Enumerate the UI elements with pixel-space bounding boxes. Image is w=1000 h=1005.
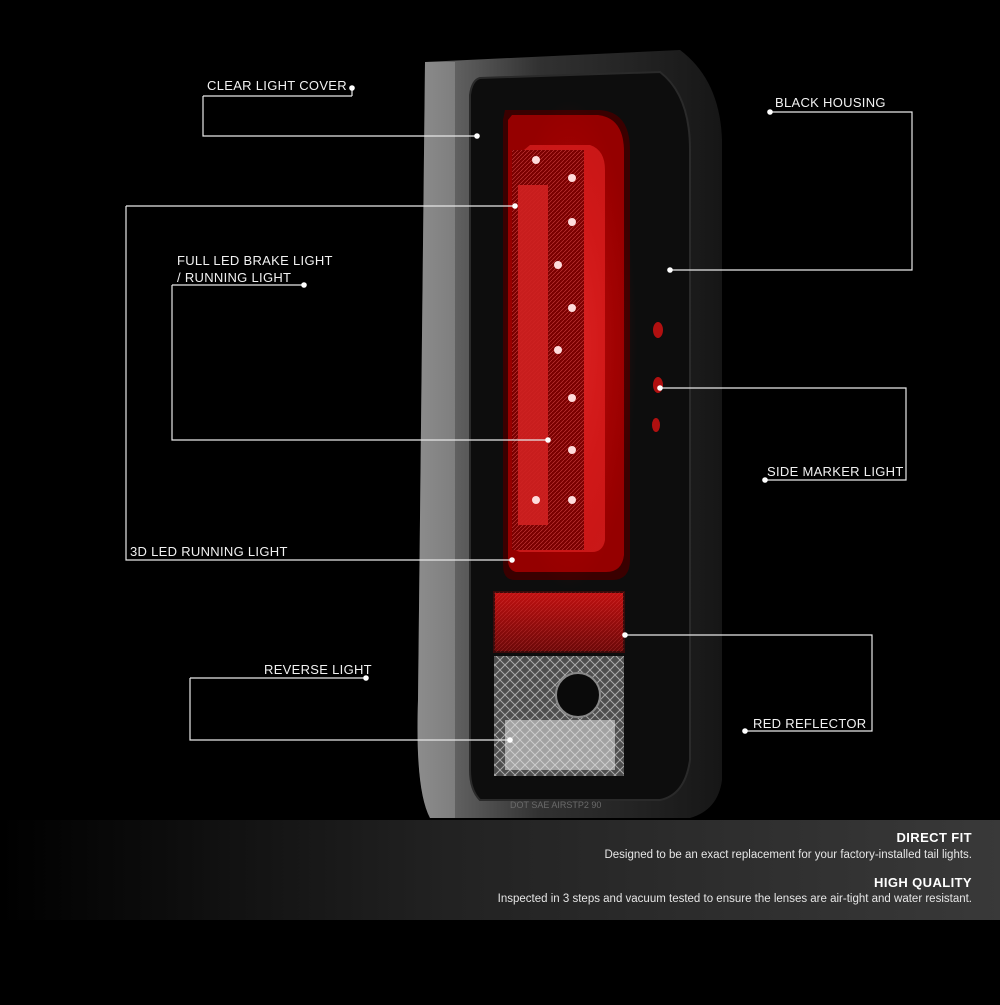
label-red-reflector: RED REFLECTOR [753,716,867,731]
high-quality-title: HIGH QUALITY [874,875,972,890]
label-brake-light-2: / RUNNING LIGHT [177,270,292,285]
label-reverse-light: REVERSE LIGHT [264,662,372,677]
callout-lines [125,88,913,741]
brake-led-array [512,150,584,550]
label-3d-led: 3D LED RUNNING LIGHT [130,544,288,559]
label-brake-light-1: FULL LED BRAKE LIGHT [177,253,333,268]
direct-fit-title: DIRECT FIT [896,830,972,845]
lens-marking: DOT SAE AIRSTP2 90 [510,800,601,810]
label-black-housing: BLACK HOUSING [775,95,886,110]
label-side-marker: SIDE MARKER LIGHT [767,464,904,479]
high-quality-text: Inspected in 3 steps and vacuum tested t… [497,893,972,905]
label-clear-light-cover: CLEAR LIGHT COVER [207,78,347,93]
reverse-light [494,656,624,776]
direct-fit-text: Designed to be an exact replacement for … [604,849,972,861]
feature-banner: DIRECT FIT Designed to be an exact repla… [0,820,1000,920]
